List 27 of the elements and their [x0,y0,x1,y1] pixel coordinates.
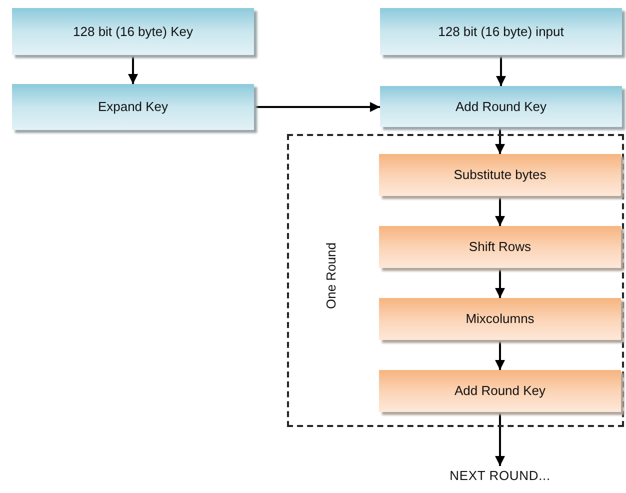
arrow [495,127,505,154]
next-round-text: NEXT ROUND... [445,466,555,486]
arrow [495,340,505,370]
process-box [12,84,254,130]
box-label: Add Round Key [455,98,547,116]
box-label: 128 bit (16 byte) input [438,22,564,41]
arrow [495,196,505,226]
arrow [495,412,505,466]
box-label: 128 bit (16 byte) Key [73,22,193,41]
round-group-box [287,134,624,427]
process-box [379,226,621,268]
box-label: Mixcolumns [466,310,534,328]
box-label: Expand Key [98,98,168,116]
box-label: Add Round Key [454,382,546,400]
process-box [379,154,621,196]
arrow [254,102,380,112]
process-box [379,370,621,412]
process-box [380,86,622,127]
arrow [495,268,505,298]
arrow [496,55,506,86]
box-label: Shift Rows [468,238,532,256]
group-label: One Round [322,242,340,311]
process-box [379,298,621,340]
process-box [380,8,622,55]
process-box [12,8,254,55]
arrow [128,55,138,84]
box-label: Substitute bytes [454,166,546,184]
